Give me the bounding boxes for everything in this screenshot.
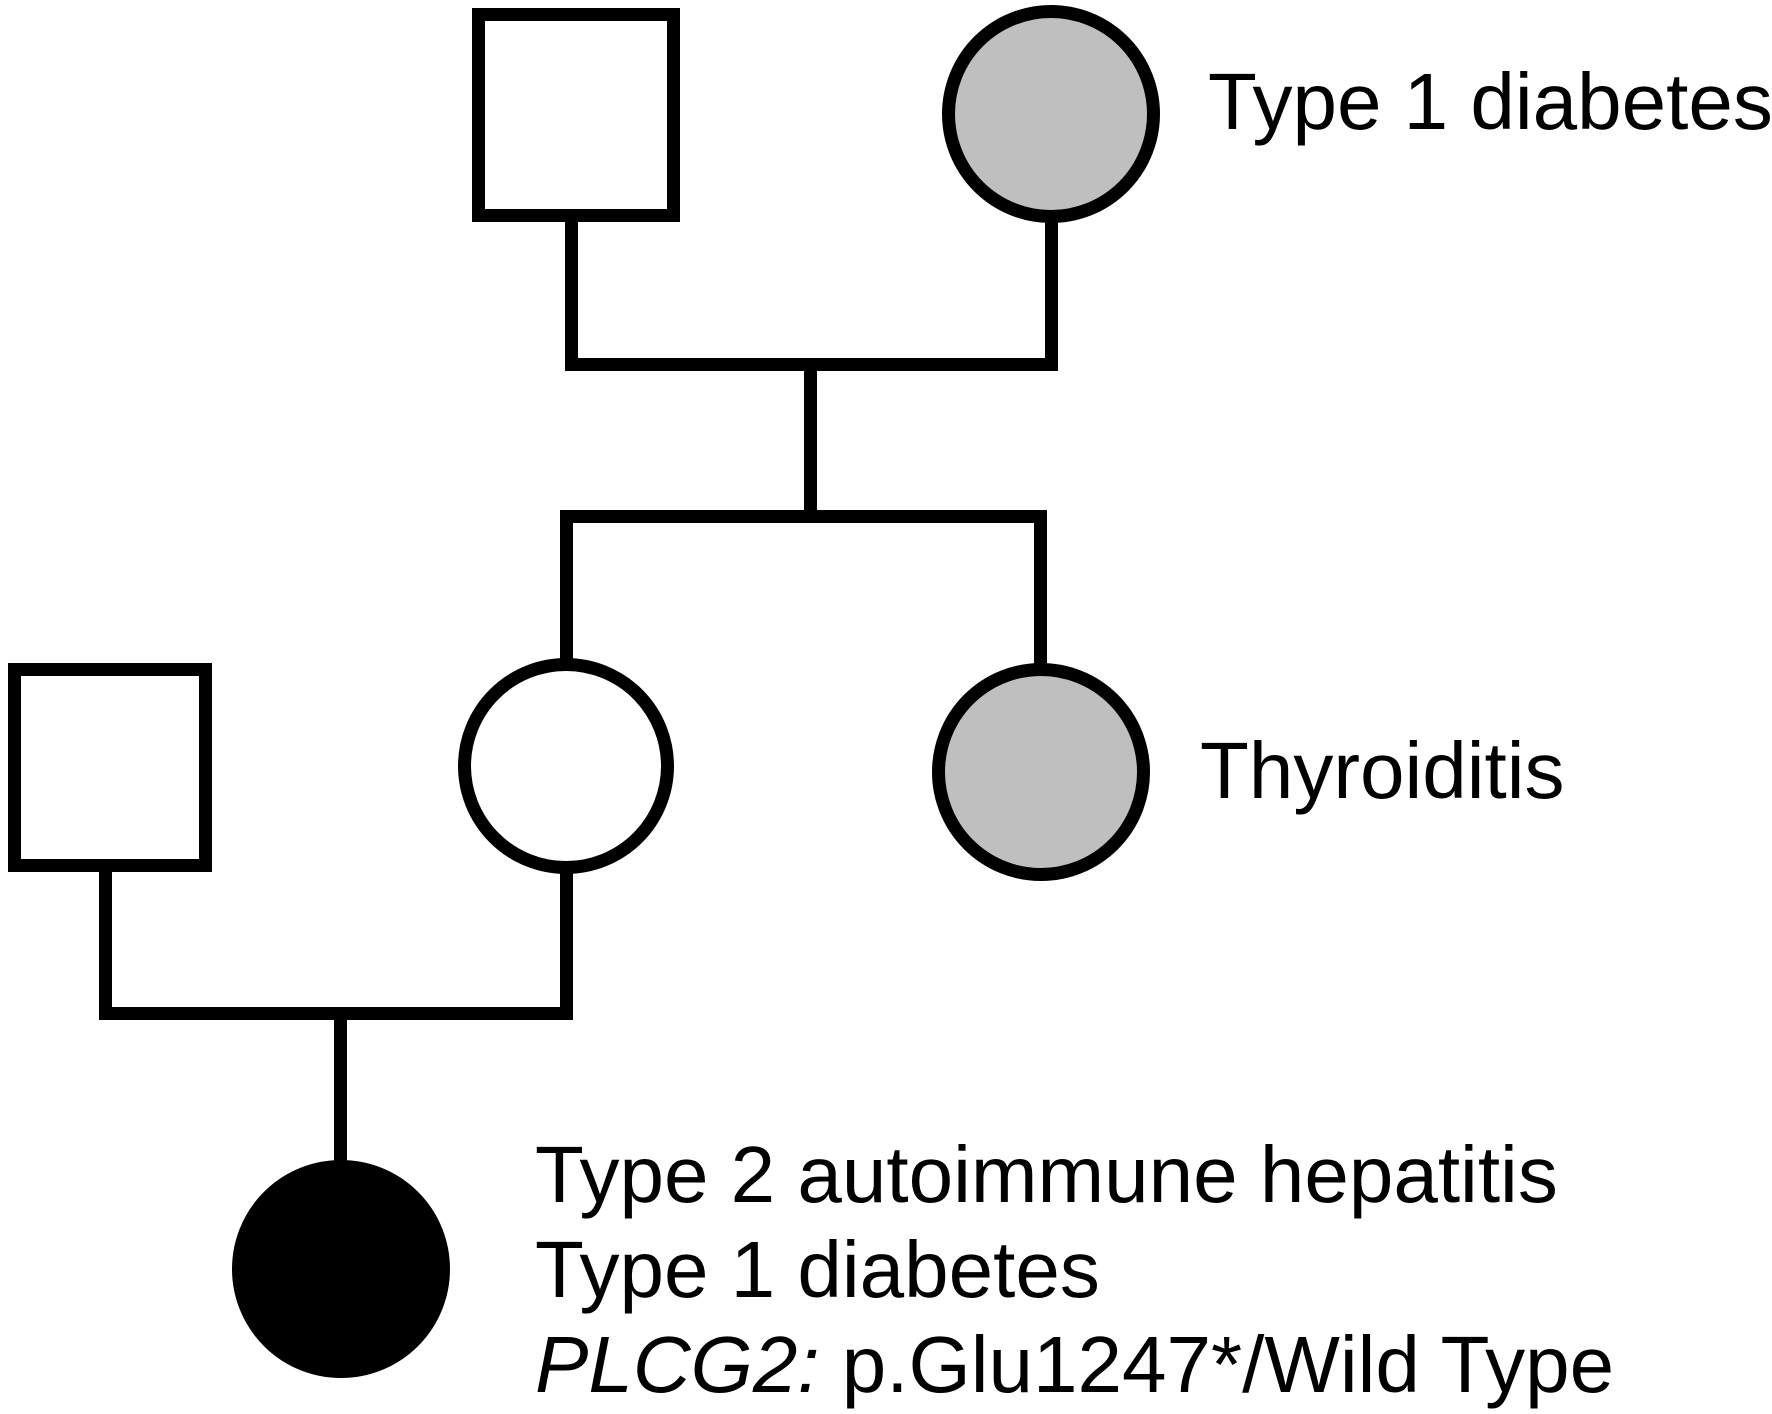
gen2-father-square <box>8 663 212 872</box>
gen2-aunt-label: Thyroiditis <box>1200 726 1565 815</box>
gen2-mother-circle <box>458 658 674 874</box>
proband-gene-name: PLCG2: <box>535 1320 820 1409</box>
gen1-mother-drop-line <box>1045 222 1058 371</box>
gen1-father-square <box>472 8 680 222</box>
gen2-sibship-line <box>560 510 1047 523</box>
gen1-mother-label: Type 1 diabetes <box>1208 57 1772 146</box>
gen1-mother-circle <box>942 5 1160 223</box>
proband-annotation-line2: Type 1 diabetes <box>535 1225 1100 1314</box>
proband-annotation: Type 2 autoimmune hepatitis Type 1 diabe… <box>535 1127 1614 1412</box>
proband-annotation-line3: PLCG2: p.Glu1247*/Wild Type <box>535 1317 1614 1412</box>
proband-circle <box>232 1160 450 1378</box>
proband-variant: p.Glu1247*/Wild Type <box>819 1320 1615 1409</box>
gen2-aunt-riser-line <box>1034 510 1047 670</box>
gen2-father-drop-line <box>99 872 112 1020</box>
gen2-mother-riser-line <box>560 510 573 665</box>
proband-annotation-line1: Type 2 autoimmune hepatitis <box>535 1130 1558 1219</box>
gen2-aunt-circle <box>932 663 1150 881</box>
gen2-descent-line <box>334 1007 347 1165</box>
gen1-descent-line <box>804 358 817 523</box>
gen2-mother-drop-line <box>560 873 573 1020</box>
gen1-father-drop-line <box>565 222 578 371</box>
